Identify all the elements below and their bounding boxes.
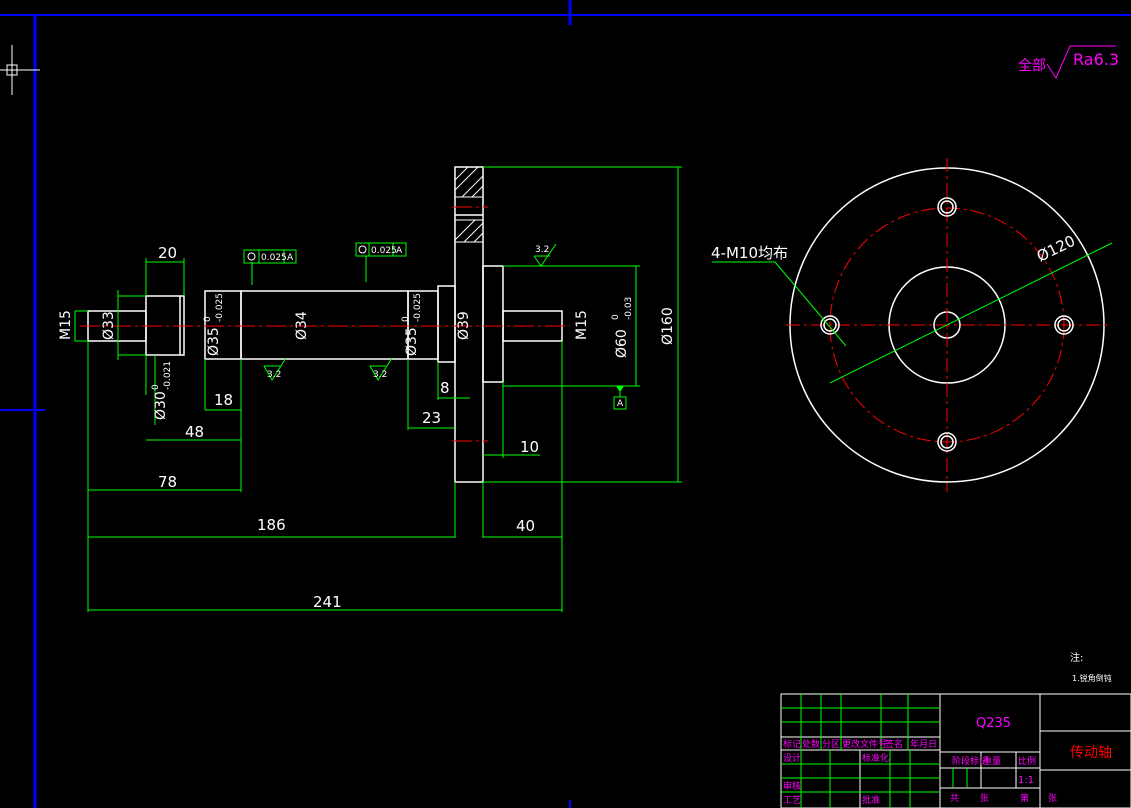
shaft-outline (87, 166, 563, 483)
runout-frame-2: 0.025 A (355, 242, 407, 257)
tb-part-name: 传动轴 (1070, 745, 1112, 761)
tb-header-0: 标记 (783, 738, 801, 750)
tb-material: Q235 (976, 716, 1011, 731)
datum-a-marker: A (613, 386, 627, 410)
dim-d35a: Ø35 (206, 327, 222, 356)
tb-approve: 批准 (862, 794, 880, 806)
notes-heading: 注: (1070, 651, 1083, 664)
dim-d30-group: Ø30 0 -0.021 (151, 361, 173, 420)
dim-20: 20 (158, 244, 177, 262)
dim-d35b-group: Ø35 0 -0.025 (401, 293, 423, 356)
dim-d34: Ø34 (294, 311, 310, 340)
pitch-circle-dim: Ø120 (1034, 232, 1078, 266)
roughness-symbol-3: 3.2 (533, 243, 557, 267)
dim-186: 186 (257, 516, 286, 534)
dim-78: 78 (158, 473, 177, 491)
roughness-symbol-2: 3.2 (369, 357, 393, 381)
tb-scale-label: 比例 (1018, 755, 1036, 767)
dim-d60-upper: 0 (611, 314, 621, 320)
roughness-3-value: 3.2 (535, 245, 549, 255)
tb-page-label: 第 (1020, 792, 1029, 804)
surface-finish-symbol: 全部 Ra6.3 (1018, 45, 1119, 80)
runout-frame-1: 0.025 A (243, 249, 297, 264)
tb-sheet-label: 张 (980, 793, 989, 804)
runout-2-datum: A (396, 246, 403, 256)
tb-page-sheet-label: 张 (1048, 793, 1057, 804)
dim-d35b-lower: -0.025 (413, 293, 423, 322)
tb-header-5: 年月日 (910, 738, 937, 750)
runout-2-value: 0.025 (371, 246, 397, 256)
roughness-symbol-1: 3.2 (263, 357, 287, 381)
runout-1-value: 0.025 (261, 253, 287, 263)
bolt-holes (820, 197, 1074, 452)
holes-note: 4-M10均布 (711, 244, 788, 262)
dimension-lines (74, 166, 682, 612)
dim-10: 10 (520, 438, 539, 456)
tb-total-label: 共 (950, 793, 959, 804)
surface-finish-prefix: 全部 (1018, 57, 1046, 74)
tb-design: 设计 (783, 752, 801, 764)
dim-241: 241 (313, 593, 342, 611)
dim-8: 8 (440, 379, 450, 397)
dim-d35b-upper: 0 (401, 316, 411, 322)
tb-header-4: 签名 (885, 738, 903, 750)
dim-d30-upper: 0 (151, 384, 161, 390)
tb-review: 审核 (783, 780, 801, 792)
roughness-2-value: 3.2 (373, 370, 387, 380)
surface-finish-value: Ra6.3 (1073, 50, 1119, 69)
dimension-labels: 20 18 48 78 186 241 8 23 10 40 M15 Ø33 Ø… (58, 244, 676, 611)
dim-40: 40 (516, 517, 535, 535)
dim-d35a-lower: -0.025 (215, 293, 225, 322)
dim-23: 23 (422, 409, 441, 427)
dim-d30-lower: -0.021 (163, 361, 173, 390)
tb-standardize: 标准化 (862, 752, 889, 764)
notes-item-1: 1.锐角倒钝 (1072, 673, 1112, 683)
runout-1-datum: A (287, 253, 294, 263)
datum-a-label: A (617, 399, 624, 409)
technical-notes: 注: 1.锐角倒钝 (1070, 651, 1112, 683)
dim-48: 48 (185, 423, 204, 441)
dim-m15-left: M15 (58, 310, 74, 340)
title-block: 标记 处数 分区 更改文件号 签名 年月日 设计 标准化 审核 工艺 批准 阶段… (780, 693, 1131, 808)
roughness-1-value: 3.2 (267, 370, 281, 380)
tb-stage-label: 阶段标记 (952, 755, 988, 767)
dim-d35b: Ø35 (404, 327, 420, 356)
tb-process: 工艺 (783, 795, 801, 806)
tb-scale-value: 1:1 (1018, 775, 1034, 786)
crosshair-icon (0, 45, 40, 95)
dim-d60: Ø60 (614, 329, 630, 358)
tb-header-3: 更改文件号 (842, 738, 887, 750)
dim-d35a-group: Ø35 0 -0.025 (203, 293, 225, 356)
dim-d30: Ø30 (153, 391, 169, 420)
dim-d160: Ø160 (660, 307, 676, 345)
flange-section-hatch (454, 166, 484, 243)
dim-d60-lower: -0.03 (624, 297, 634, 320)
dim-d60-group: Ø60 0 -0.03 (611, 297, 634, 358)
dim-d35a-upper: 0 (203, 316, 213, 322)
tb-header-2: 分区 (822, 739, 840, 750)
shaft-centerline (80, 206, 570, 442)
dim-d39: Ø39 (456, 311, 472, 340)
side-view: 4-M10均布 Ø120 (711, 158, 1113, 492)
tb-header-1: 处数 (802, 738, 820, 750)
dim-18: 18 (214, 391, 233, 409)
dim-m15-right: M15 (574, 310, 590, 340)
tb-weight-label: 重量 (983, 755, 1001, 767)
dim-d33: Ø33 (101, 311, 117, 340)
